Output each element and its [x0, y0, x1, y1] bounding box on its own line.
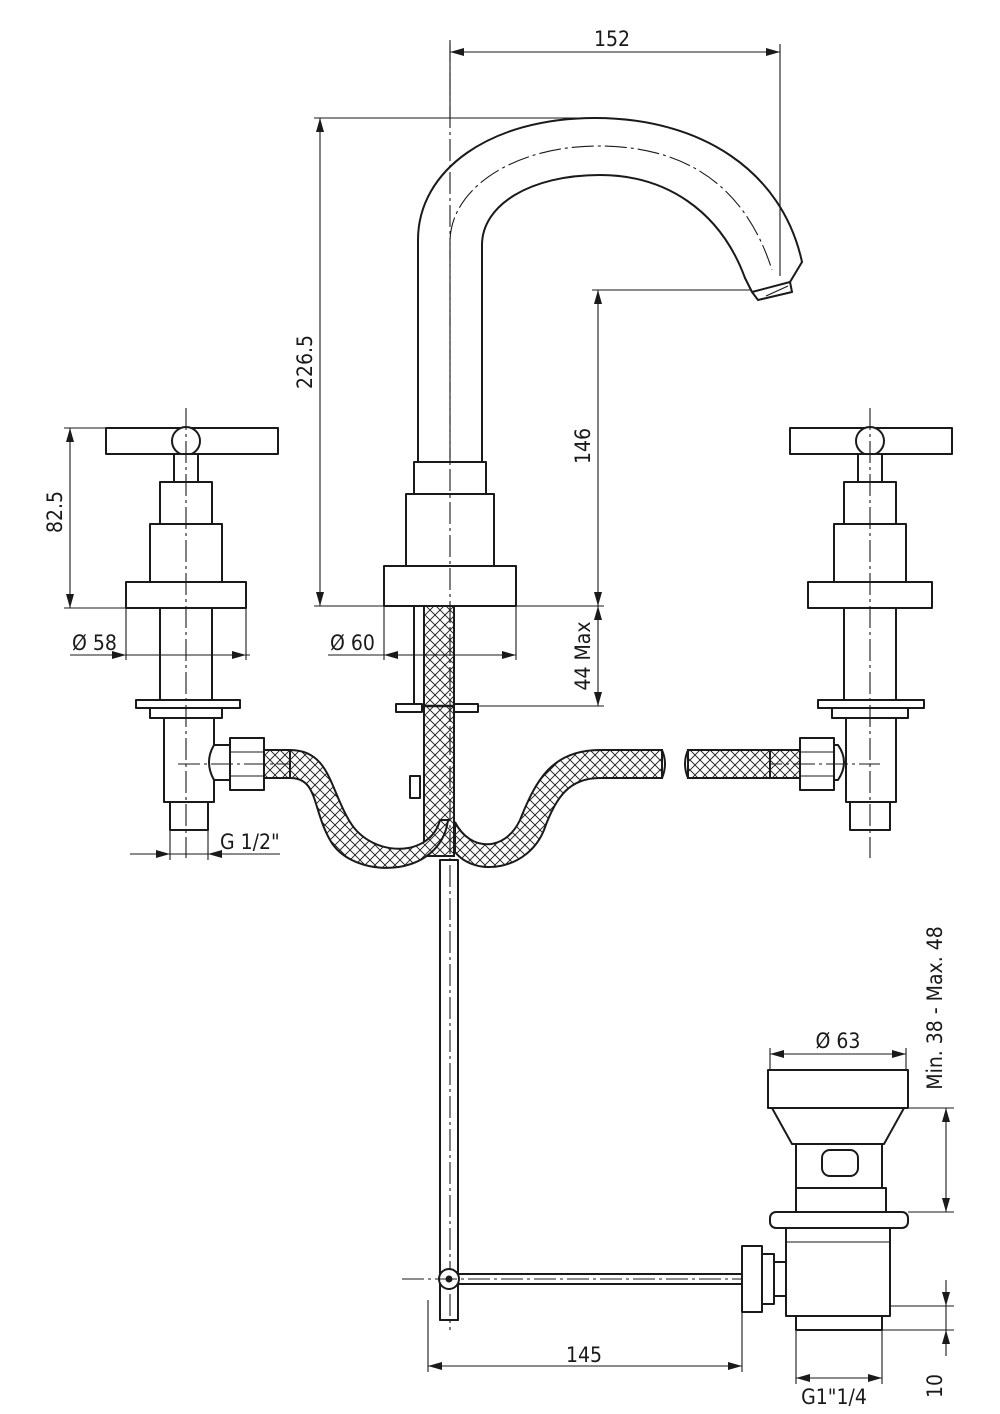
dim-spout-reach: 152 [594, 27, 630, 51]
dim-drain-cap-diameter: Ø 63 [816, 1029, 861, 1053]
dim-supply-thread: G 1/2" [220, 830, 280, 854]
dim-spout-outlet-height: 146 [571, 428, 595, 464]
dim-handle-height: 82.5 [43, 491, 67, 533]
pop-up-waste [402, 859, 909, 1331]
right-handle-valve [760, 408, 953, 858]
left-handle-valve [105, 408, 300, 858]
dim-handle-base-diameter: Ø 58 [72, 631, 117, 655]
dim-drain-thread-height: 10 [923, 1374, 947, 1398]
dim-spout-total-height: 226.5 [293, 335, 317, 389]
dim-spout-base-diameter: Ø 60 [330, 631, 375, 655]
spout [383, 40, 803, 1330]
dim-rod-length: 145 [566, 1343, 602, 1367]
dim-drain-range: Min. 38 - Max. 48 [923, 926, 947, 1089]
dim-drain-thread: G1"1/4 [801, 1385, 867, 1409]
dim-mounting-thickness: 44 Max [571, 621, 595, 690]
dimension-labels: 152 226.5 146 44 Max 82.5 Ø 58 Ø 60 G 1/… [43, 27, 947, 1409]
flexible-hoses [289, 748, 771, 869]
dimension-lines [64, 44, 954, 1384]
